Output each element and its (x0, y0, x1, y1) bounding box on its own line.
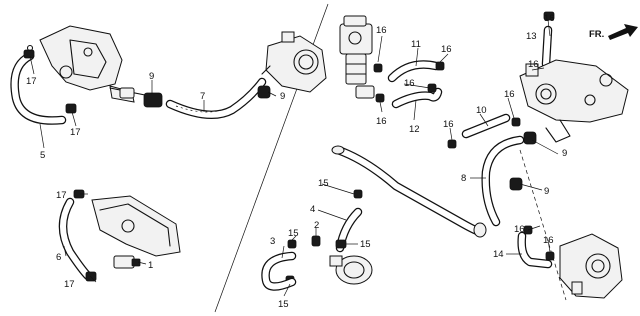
callout-11: 11 (411, 39, 421, 50)
callout-15: 15 (360, 239, 371, 250)
callout-6: 6 (56, 252, 61, 263)
valve-assembly (339, 15, 375, 99)
callout-16: 16 (514, 224, 525, 235)
callout-16: 16 (544, 13, 555, 24)
clamp-9-top (257, 85, 271, 99)
water-pipe-long (331, 145, 487, 238)
front-direction-arrow: FR. (589, 24, 638, 40)
hose-3 (261, 251, 297, 291)
hose-13 (541, 25, 553, 69)
callout-16: 16 (441, 44, 452, 55)
intake-manifold-bottom-left (91, 195, 181, 257)
hose-8 (481, 135, 525, 227)
water-hose-7 (165, 77, 267, 119)
heater-pipe-fitting (109, 87, 163, 108)
clamp-17-upper (23, 44, 35, 59)
callout-16: 16 (504, 89, 515, 100)
front-arrow-icon (608, 24, 638, 40)
thermostat-housing-top (261, 31, 327, 93)
callout-15: 15 (278, 299, 289, 310)
callout-17: 17 (64, 279, 75, 290)
water-pump (329, 255, 373, 285)
callout-1: 1 (148, 260, 153, 271)
callout-2: 2 (314, 220, 319, 231)
callout-16: 16 (443, 119, 454, 130)
clamps-right (447, 117, 555, 261)
callout-9: 9 (149, 71, 154, 82)
bypass-hose-5 (10, 51, 67, 125)
sensor-1 (113, 255, 141, 269)
thermostat-housing-bottom (559, 233, 623, 299)
front-direction-label: FR. (589, 29, 604, 40)
callout-9: 9 (280, 91, 285, 102)
callout-14: 14 (493, 249, 504, 260)
callout-15: 15 (318, 178, 329, 189)
callout-16: 16 (528, 59, 539, 70)
hose-6 (58, 197, 93, 281)
callout-16: 16 (376, 116, 387, 127)
callout-17: 17 (70, 127, 81, 138)
divider-dashed (519, 149, 567, 301)
water-pipe-10 (461, 113, 511, 139)
callout-17: 17 (26, 76, 37, 87)
callout-10: 10 (476, 105, 487, 116)
callouts: 17 17 5 9 7 9 16 11 16 16 16 12 16 13 16… (26, 13, 567, 310)
water-outlet-housing (519, 59, 629, 143)
callout-16: 16 (376, 25, 387, 36)
hose-12 (391, 87, 443, 109)
hose-14 (517, 231, 553, 269)
callout-7: 7 (200, 91, 205, 102)
fitting-2 (311, 235, 321, 247)
callout-16: 16 (404, 78, 415, 89)
callout-13: 13 (526, 31, 537, 42)
clamp-16-top (543, 11, 555, 21)
hose-11 (387, 60, 441, 83)
callout-9: 9 (544, 186, 549, 197)
callout-16: 16 (543, 235, 554, 246)
callout-17: 17 (56, 190, 67, 201)
intake-manifold-top-left (39, 25, 135, 103)
callout-8: 8 (461, 173, 466, 184)
callout-15: 15 (288, 228, 299, 239)
clamp-17-lower (65, 103, 77, 114)
callout-12: 12 (409, 124, 420, 135)
callout-9: 9 (562, 148, 567, 159)
callout-4: 4 (310, 204, 315, 215)
clamps-17-bottom (73, 189, 97, 282)
callout-3: 3 (270, 236, 275, 247)
callout-5: 5 (40, 150, 45, 161)
leader-lines (29, 19, 559, 297)
